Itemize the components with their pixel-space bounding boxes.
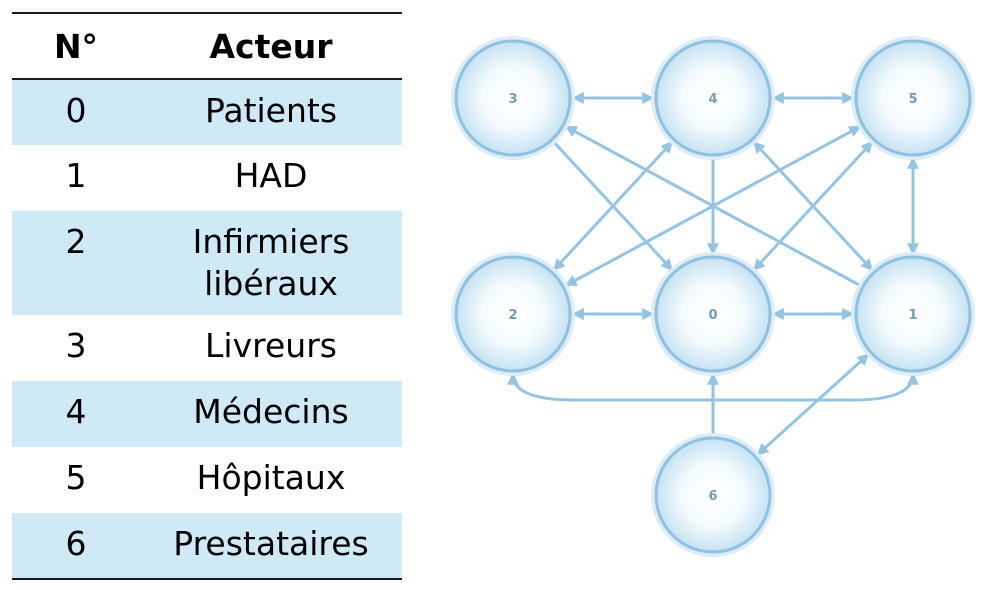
actor-name: Infirmiers libéraux (140, 211, 402, 315)
node-label: 3 (508, 92, 517, 107)
table-row: 5 Hôpitaux (12, 447, 402, 513)
actor-number: 6 (12, 513, 140, 579)
actor-name-line: Prestataires (173, 524, 369, 563)
node-0: 0 (651, 252, 775, 376)
actor-name-line: Médecins (193, 392, 349, 431)
node-5: 5 (851, 36, 975, 160)
node-halo (651, 36, 775, 160)
actor-name-line: Infirmiers (192, 222, 350, 261)
node-halo (651, 252, 775, 376)
actor-number: 4 (12, 381, 140, 447)
table-row: 1 HAD (12, 145, 402, 211)
node-circle (454, 39, 572, 157)
node-circle (654, 255, 772, 373)
node-4: 4 (651, 36, 775, 160)
actor-table: N° Acteur 0 Patients 1 HAD 2 Infirmiers … (12, 12, 402, 580)
edge-layer (507, 92, 919, 456)
node-label: 1 (908, 308, 917, 323)
actor-name: Livreurs (140, 315, 402, 381)
actor-name-line: HAD (234, 156, 308, 195)
actor-name-line: Livreurs (205, 326, 337, 365)
node-1: 1 (851, 252, 975, 376)
edge-1-6 (756, 353, 870, 456)
column-header-number: N° (12, 13, 140, 80)
node-2: 2 (451, 252, 575, 376)
actor-name-line: Hôpitaux (196, 458, 346, 497)
node-6: 6 (651, 433, 775, 557)
actor-number: 1 (65, 156, 87, 195)
actor-number: 3 (65, 326, 87, 365)
actor-number: 2 (12, 211, 140, 315)
node-halo (851, 36, 975, 160)
node-circle (654, 39, 772, 157)
node-circle (654, 436, 772, 554)
node-halo (851, 252, 975, 376)
table-header-row: N° Acteur (12, 13, 402, 80)
node-3: 3 (451, 36, 575, 160)
node-label: 0 (708, 308, 717, 323)
actor-name: HAD (140, 145, 402, 211)
table-row: 4 Médecins (12, 381, 402, 447)
node-label: 2 (508, 308, 517, 323)
edge-0-5 (752, 140, 874, 272)
edge-2-1-bottom (507, 372, 919, 402)
node-halo (651, 433, 775, 557)
actor-name-line: libéraux (204, 264, 338, 303)
actor-name: Prestataires (140, 513, 402, 579)
node-label: 4 (708, 92, 717, 107)
node-label: 5 (908, 92, 917, 107)
actor-name: Médecins (140, 381, 402, 447)
table-row: 0 Patients (12, 79, 402, 145)
actor-number: 0 (12, 79, 140, 145)
actor-name: Patients (140, 79, 402, 145)
node-label: 6 (708, 489, 717, 504)
actor-name-line: Patients (204, 91, 338, 130)
node-layer: 3 4 5 2 0 1 6 (451, 36, 975, 557)
table-row: 2 Infirmiers libéraux (12, 211, 402, 315)
actor-number: 5 (65, 458, 87, 497)
table-row: 3 Livreurs (12, 315, 402, 381)
node-circle (454, 255, 572, 373)
node-circle (854, 39, 972, 157)
actor-name: Hôpitaux (140, 447, 402, 513)
node-halo (451, 252, 575, 376)
node-circle (854, 255, 972, 373)
column-header-actor: Acteur (140, 13, 402, 80)
table-row: 6 Prestataires (12, 513, 402, 579)
node-halo (451, 36, 575, 160)
